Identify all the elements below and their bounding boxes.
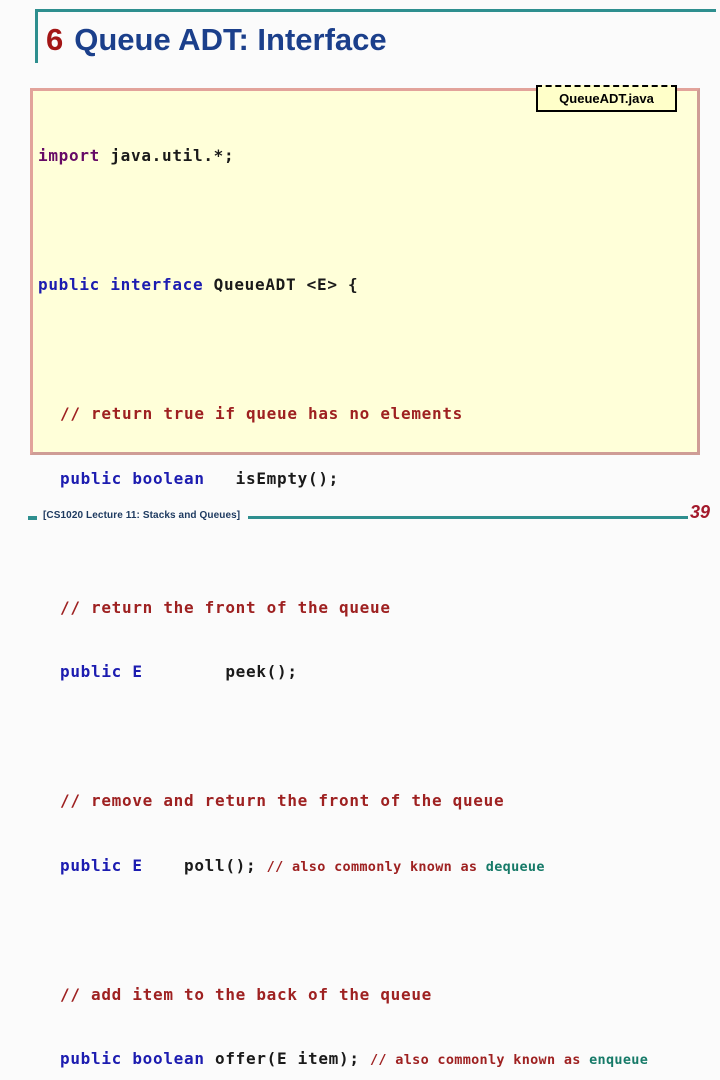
- code-line-import: import java.util.*;: [38, 145, 648, 167]
- code-line-offer: public boolean offer(E item); // also co…: [38, 1048, 648, 1070]
- trailing-comment: // also commonly known as: [266, 858, 486, 875]
- page-number: 39: [689, 502, 710, 522]
- code-blank-line: [38, 919, 648, 941]
- code-line-comment-isempty: // return true if queue has no elements: [38, 403, 648, 425]
- comment-text: // return true if queue has no elements: [60, 404, 463, 423]
- comment-text: // remove and return the front of the qu…: [60, 791, 505, 810]
- code-box: [30, 88, 700, 455]
- keyword-import: import: [38, 146, 100, 165]
- page-title-text: Queue ADT: Interface: [74, 22, 387, 57]
- code-line-poll: public E poll(); // also commonly known …: [38, 855, 648, 877]
- code-text: java.util.*;: [100, 146, 235, 165]
- slide: 6 Queue ADT: Interface QueueADT.java impo…: [28, 9, 716, 1068]
- title-top-rule: [35, 9, 716, 12]
- code-blank-line: [38, 726, 648, 748]
- term-enqueue: enqueue: [589, 1052, 649, 1068]
- keyword-public-boolean: public boolean: [60, 468, 205, 488]
- code-line-interface: public interface QueueADT <E> {: [38, 274, 648, 296]
- keyword-public-e: public E: [60, 855, 143, 875]
- code-text: isEmpty();: [204, 468, 339, 488]
- file-label-text: QueueADT.java: [559, 91, 654, 106]
- code-line-comment-offer: // add item to the back of the queue: [38, 984, 648, 1006]
- file-label: QueueADT.java: [536, 85, 677, 112]
- footer-rule: [248, 516, 688, 519]
- keyword-public-boolean: public boolean: [60, 1049, 205, 1068]
- code-line-peek: public E peek();: [38, 661, 648, 683]
- trailing-comment: // also commonly known as: [370, 1052, 590, 1068]
- code-blank-line: [38, 210, 648, 232]
- code-text: offer(E item);: [204, 1049, 370, 1068]
- code-text: QueueADT <E> {: [203, 275, 359, 294]
- slide-number: 6: [46, 22, 64, 57]
- comment-text: // return the front of the queue: [60, 597, 391, 617]
- code-text: poll();: [142, 855, 267, 875]
- term-dequeue: dequeue: [485, 858, 545, 875]
- code-blank-line: [38, 532, 648, 554]
- keyword-public-e: public E: [60, 662, 143, 681]
- code-line-comment-peek: // return the front of the queue: [38, 597, 648, 619]
- code-line-isempty: public boolean isEmpty();: [38, 468, 648, 490]
- code-line-comment-poll: // remove and return the front of the qu…: [38, 790, 648, 812]
- title-left-rule: [35, 9, 38, 63]
- keyword-public-interface: public interface: [38, 275, 204, 294]
- footer-dash: [28, 516, 37, 520]
- code-block: import java.util.*; public interface Que…: [38, 102, 648, 1080]
- footer-text: [CS1020 Lecture 11: Stacks and Queues]: [43, 510, 241, 521]
- comment-text: // add item to the back of the queue: [60, 984, 432, 1004]
- code-blank-line: [38, 339, 648, 361]
- code-text: peek();: [142, 662, 298, 681]
- page-title: 6 Queue ADT: Interface: [46, 22, 387, 58]
